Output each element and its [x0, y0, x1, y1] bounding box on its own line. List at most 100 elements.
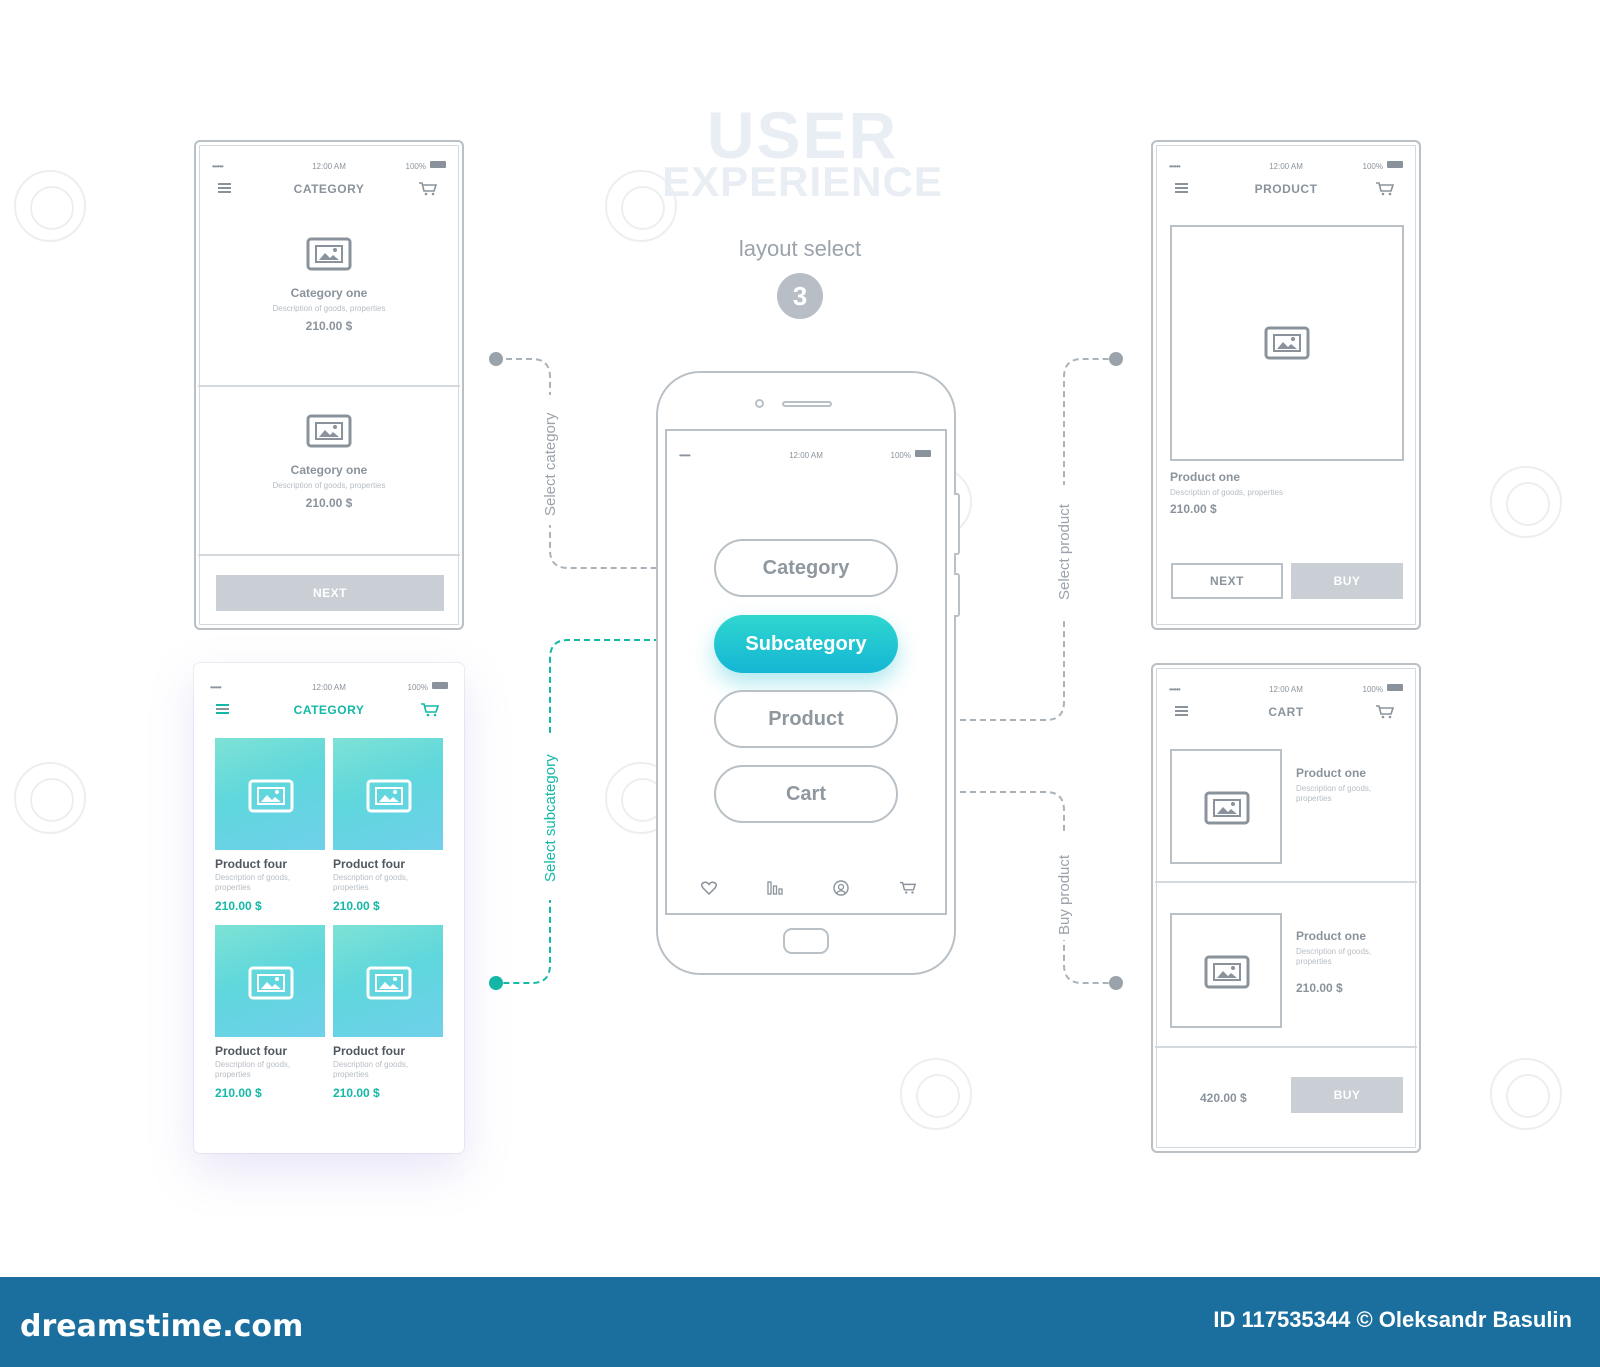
cart-item-image-frame — [1170, 749, 1282, 864]
signal-indicator: •••••• — [1169, 685, 1181, 694]
layout-select-label: layout select — [738, 236, 862, 261]
cart-icon[interactable] — [899, 881, 917, 895]
product-button[interactable]: Product — [714, 690, 898, 748]
watermark-logo — [900, 1058, 972, 1130]
next-button[interactable]: NEXT — [1171, 563, 1283, 599]
front-camera — [755, 399, 764, 408]
product-tile[interactable] — [215, 925, 325, 1037]
cart-icon[interactable] — [420, 703, 440, 717]
subcategory-button[interactable]: Subcategory — [714, 615, 898, 673]
connector-label-subcategory: Select subcategory — [542, 754, 559, 882]
status-time: 12:00 AM — [1269, 685, 1303, 694]
category-item[interactable]: Category one Description of goods, prope… — [196, 463, 462, 510]
battery-percent: 100% — [1362, 162, 1383, 171]
battery-percent: 100% — [890, 451, 911, 460]
buy-button[interactable]: BUY — [1291, 563, 1403, 599]
category-button[interactable]: Category — [714, 539, 898, 597]
watermark-footer-bar: dreamstime.com ID 117535344 © Oleksandr … — [0, 1277, 1600, 1367]
screen-title: PRODUCT — [1254, 182, 1318, 196]
watermark-logo — [14, 170, 86, 242]
product-name: Product four — [215, 857, 287, 871]
bottom-tab-bar — [667, 877, 945, 903]
dreamstime-logo: dreamstime.com — [20, 1309, 304, 1344]
connector-label-buy: Buy product — [1056, 854, 1073, 935]
product-tile[interactable] — [333, 925, 443, 1037]
watermark-logo — [1490, 1058, 1562, 1130]
divider — [198, 554, 460, 556]
product-description: Description of goods, properties — [333, 1060, 409, 1079]
signal-indicator: •••••• — [1169, 162, 1181, 171]
signal-indicator: •••••• — [212, 162, 224, 171]
category-description: Description of goods, properties — [272, 481, 386, 490]
product-price: 210.00 $ — [1170, 502, 1217, 516]
battery-icon — [432, 682, 448, 689]
main-phone-screen: •••••• 12:00 AM 100% — [665, 429, 947, 915]
menu-icon[interactable] — [216, 704, 229, 714]
category-price: 210.00 $ — [305, 319, 353, 333]
speaker-grille — [782, 401, 832, 407]
category-name: Category one — [290, 286, 368, 300]
cart-item-description: Description of goods, properties — [1296, 947, 1372, 966]
product-price: 210.00 $ — [333, 1086, 380, 1100]
battery-percent: 100% — [407, 683, 428, 692]
status-time: 12:00 AM — [312, 683, 346, 692]
product-price: 210.00 $ — [215, 899, 262, 913]
side-button — [954, 573, 960, 617]
cart-button[interactable]: Cart — [714, 765, 898, 823]
step-number-badge: 3 — [777, 273, 823, 319]
image-credit: ID 117535344 © Oleksandr Basulin — [1213, 1307, 1572, 1332]
cart-item-description: Description of goods, properties — [1296, 784, 1372, 803]
buy-button[interactable]: BUY — [1291, 1077, 1403, 1113]
product-description: Description of goods, properties — [1170, 488, 1283, 497]
connector-dot — [489, 976, 503, 990]
divider — [198, 385, 460, 387]
image-placeholder-icon — [1264, 326, 1310, 360]
flow-connectors — [489, 352, 1123, 990]
product-screen: •••••• 12:00 AM 100% PRODUCT Product one… — [1151, 140, 1421, 630]
profile-icon[interactable] — [833, 880, 849, 896]
image-placeholder-icon — [248, 779, 294, 813]
screen-title: CATEGORY — [293, 703, 365, 717]
watermark-logo — [14, 762, 86, 834]
product-tile[interactable] — [215, 738, 325, 850]
category-screen: •••••• 12:00 AM 100% CATEGORY Category o… — [194, 140, 464, 630]
menu-icon[interactable] — [1175, 706, 1188, 716]
product-name: Product four — [215, 1044, 287, 1058]
diagram-title-line1: USER — [706, 98, 899, 172]
image-placeholder-icon — [366, 966, 412, 1000]
connector-dot — [489, 352, 503, 366]
product-name: Product one — [1170, 470, 1241, 484]
battery-percent: 100% — [405, 162, 426, 171]
cart-item-image-frame — [1170, 913, 1282, 1028]
menu-icon[interactable] — [1175, 183, 1188, 193]
image-placeholder-icon — [1204, 955, 1250, 989]
cart-item-price: 210.00 $ — [1296, 981, 1343, 995]
divider — [1155, 881, 1417, 883]
next-button[interactable]: NEXT — [216, 575, 444, 611]
heart-icon[interactable] — [701, 881, 717, 895]
category-item[interactable]: Category one Description of goods, prope… — [196, 286, 462, 333]
signal-indicator: •••••• — [679, 451, 691, 460]
connector-dot — [1109, 976, 1123, 990]
watermark-logo — [1490, 466, 1562, 538]
product-name: Product four — [333, 857, 405, 871]
cart-icon[interactable] — [1375, 182, 1395, 196]
watermark-logo — [605, 170, 677, 242]
menu-icon[interactable] — [218, 183, 231, 193]
product-tile[interactable] — [333, 738, 443, 850]
cart-icon[interactable] — [418, 182, 438, 196]
cart-screen: •••••• 12:00 AM 100% CART Product one De… — [1151, 663, 1421, 1153]
home-button[interactable] — [783, 928, 829, 954]
product-image-frame — [1170, 225, 1404, 461]
screen-title: CART — [1268, 705, 1304, 719]
main-phone: •••••• 12:00 AM 100% — [656, 371, 960, 975]
battery-icon — [915, 450, 931, 457]
diagram-title-line2: EXPERIENCE — [662, 158, 943, 205]
cart-icon[interactable] — [1375, 705, 1395, 719]
battery-percent: 100% — [1362, 685, 1383, 694]
connector-dot — [1109, 352, 1123, 366]
divider — [1155, 1046, 1417, 1048]
connector-product — [910, 358, 1116, 721]
screen-title: CATEGORY — [293, 182, 365, 196]
bar-chart-icon[interactable] — [767, 880, 783, 895]
